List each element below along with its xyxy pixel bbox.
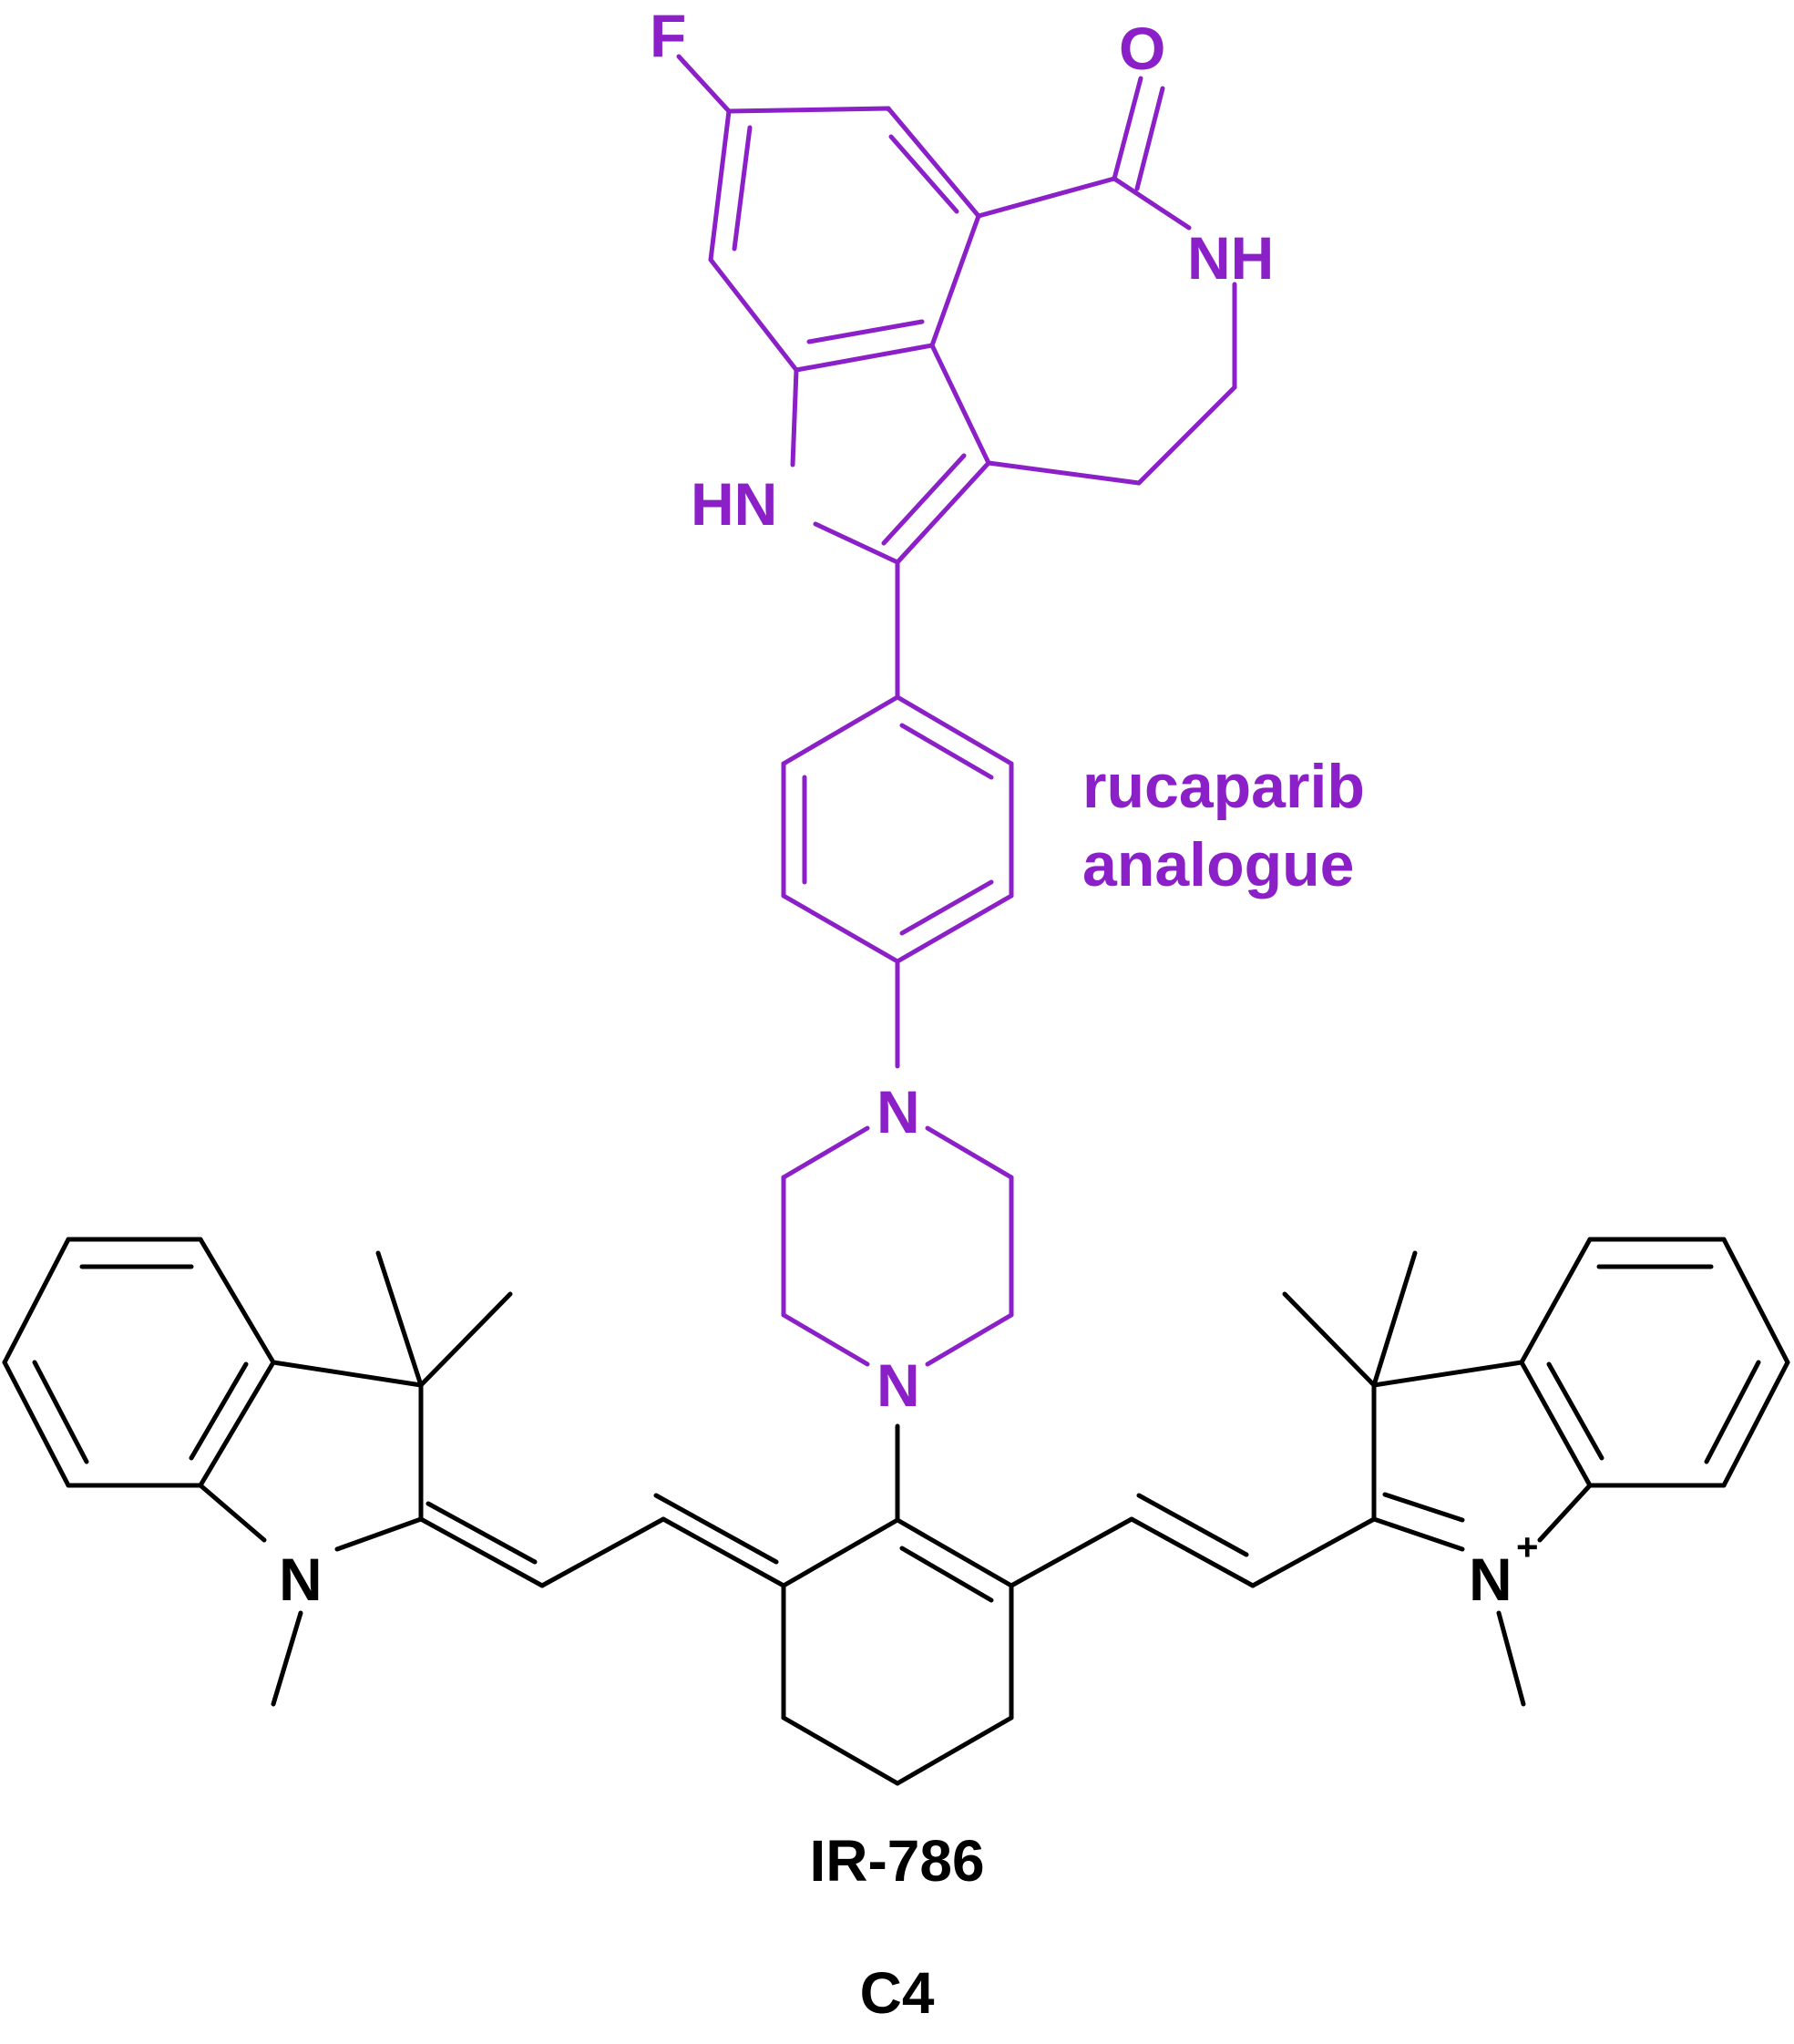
- bond: [925, 1312, 1014, 1367]
- bond: [1721, 1360, 1790, 1488]
- bond: [1129, 1516, 1256, 1588]
- bond: [929, 343, 991, 466]
- bond: [375, 1250, 424, 1388]
- atom-indoline-n-left: N: [279, 1546, 323, 1613]
- bond: [1519, 1237, 1593, 1365]
- bond: [781, 1715, 900, 1786]
- bond: [986, 460, 1142, 486]
- bond: [1134, 86, 1165, 191]
- bond: [895, 694, 1014, 766]
- bond: [888, 134, 959, 214]
- bond: [425, 1501, 538, 1565]
- bond: [334, 1516, 424, 1552]
- bond: [198, 1360, 276, 1488]
- bond: [794, 343, 935, 373]
- bond: [32, 1360, 89, 1464]
- label-line-1: rucaparib: [1082, 752, 1365, 821]
- bond: [1382, 1492, 1465, 1523]
- bond: [708, 257, 799, 373]
- bond: [895, 1715, 1014, 1786]
- bond: [708, 108, 732, 262]
- bond: [676, 54, 732, 114]
- bond: [899, 723, 994, 780]
- bond: [1704, 1360, 1761, 1464]
- bond: [1371, 1516, 1465, 1552]
- bond: [1136, 385, 1237, 486]
- bond: [2, 1360, 71, 1488]
- bond: [806, 319, 925, 344]
- bond: [1282, 1291, 1377, 1388]
- atom-indolium-n-right: N: [1469, 1546, 1512, 1613]
- bond: [539, 1516, 666, 1588]
- atom-indole-nh: HN: [691, 470, 777, 538]
- bond: [1009, 1516, 1134, 1588]
- bond: [418, 1516, 545, 1588]
- bond: [726, 106, 891, 114]
- bond: [1371, 1360, 1524, 1388]
- bond: [781, 893, 900, 964]
- compound-id-caption: C4: [859, 1960, 935, 2026]
- bond: [1112, 176, 1192, 231]
- bond: [1496, 1610, 1526, 1707]
- bond: [1136, 1493, 1249, 1557]
- bond: [895, 893, 1014, 964]
- bond: [929, 213, 981, 348]
- atom-fluorine: F: [650, 2, 686, 69]
- bond: [1371, 1250, 1418, 1388]
- bond: [271, 1610, 303, 1707]
- bond: [899, 879, 994, 936]
- bond: [1519, 1360, 1593, 1488]
- bond: [1721, 1237, 1790, 1365]
- label-line-2: analogue: [1082, 830, 1355, 899]
- atom-piperazine-n-top: N: [876, 1078, 920, 1145]
- bond: [198, 1237, 276, 1365]
- bond: [1546, 1361, 1604, 1461]
- bond: [813, 521, 900, 565]
- bond: [1250, 1516, 1377, 1588]
- atom-carbonyl-oxygen: O: [1119, 15, 1165, 82]
- bond: [881, 453, 967, 546]
- bond: [418, 1291, 513, 1388]
- positive-charge: +: [1516, 1525, 1539, 1568]
- bond: [976, 176, 1117, 219]
- bond: [895, 460, 991, 565]
- bond: [653, 1493, 779, 1565]
- bond: [732, 125, 753, 252]
- atom-piperazine-n-bottom: N: [876, 1351, 920, 1419]
- bond: [189, 1361, 249, 1461]
- ir786-fragment: [2, 1237, 1790, 1786]
- bond: [661, 1516, 786, 1588]
- bond: [1537, 1483, 1593, 1543]
- bond: [271, 1360, 424, 1388]
- rucaparib-analogue-label: rucaparib analogue: [1082, 747, 1365, 904]
- bond: [790, 367, 799, 467]
- rucaparib-fragment: [676, 54, 1237, 1367]
- bond: [781, 694, 900, 766]
- bond: [886, 106, 981, 219]
- bond: [925, 1125, 1014, 1180]
- bond: [899, 1546, 994, 1603]
- bond: [895, 1517, 1014, 1588]
- bond: [781, 1312, 870, 1367]
- bond: [2, 1237, 71, 1365]
- bond: [781, 1517, 900, 1588]
- bond: [198, 1483, 267, 1543]
- bond: [1112, 76, 1143, 181]
- dye-name-caption: IR-786: [809, 1828, 985, 1894]
- bond: [781, 1125, 870, 1180]
- atom-lactam-nh: NH: [1187, 224, 1274, 292]
